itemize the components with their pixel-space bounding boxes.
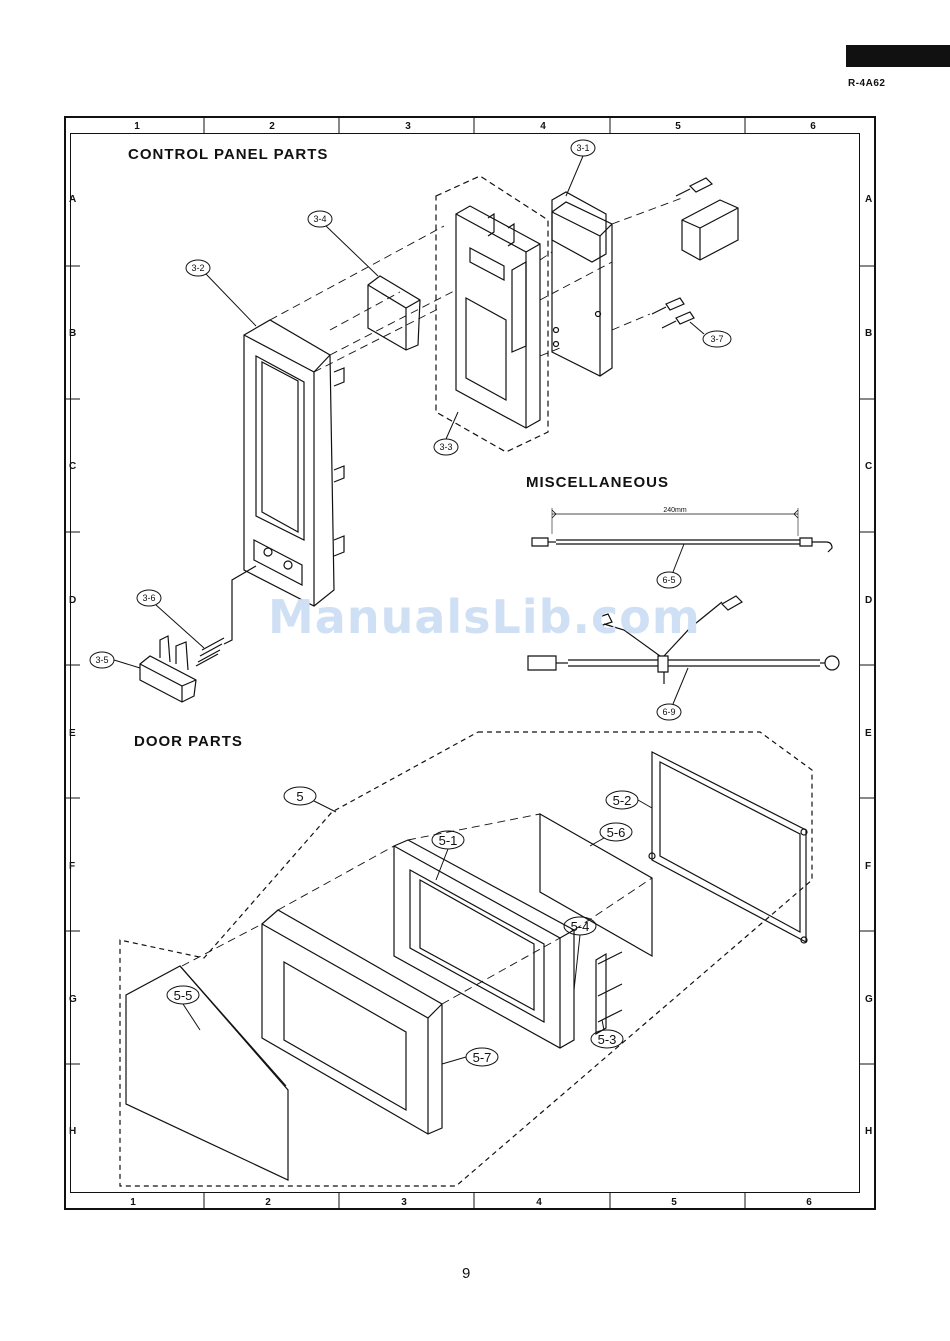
part-5-5-front-panel (126, 966, 288, 1180)
part-6-5-wire-harness (532, 508, 832, 552)
part-3-1-mounting-bracket (512, 192, 612, 376)
callout-3-2: 3-2 (191, 263, 204, 273)
part-5-2-door-seal (649, 752, 807, 943)
callout-5-5: 5-5 (174, 988, 193, 1003)
callout-6-9: 6-9 (662, 707, 675, 717)
part-5-1-door-choke (394, 840, 574, 1048)
callout-6-5: 6-5 (662, 575, 675, 585)
dimension-240mm: 240mm (663, 507, 687, 514)
callout-5-1: 5-1 (439, 833, 458, 848)
callout-3-1: 3-1 (576, 143, 589, 153)
page-number: 9 (462, 1265, 470, 1282)
callout-3-6: 3-6 (142, 593, 155, 603)
callout-5-7: 5-7 (473, 1050, 492, 1065)
door-assembly-dashed-boundary (120, 732, 812, 1186)
part-3-3-control-board (456, 206, 540, 428)
callout-3-7: 3-7 (710, 334, 723, 344)
control-panel-assembly-lines (270, 198, 682, 372)
callout-5-6: 5-6 (607, 825, 626, 840)
door-assembly-lines (182, 752, 652, 1004)
callout-3-3: 3-3 (439, 442, 452, 452)
callout-5-3: 5-3 (598, 1032, 617, 1047)
watermark-text: ManualsLib.com (268, 590, 701, 644)
screws-3-7 (652, 178, 712, 328)
part-3-6-spring (196, 566, 256, 666)
part-3-2-control-panel-frame (244, 320, 344, 606)
callout-5: 5 (296, 789, 303, 804)
callout-5-2: 5-2 (613, 793, 632, 808)
part-5-3-door-latch (596, 952, 622, 1034)
callout-3-5: 3-5 (95, 655, 108, 665)
part-5-6-door-screen (540, 814, 652, 956)
part-5-7-door-frame (262, 910, 442, 1134)
callout-3-4: 3-4 (313, 214, 326, 224)
connector-top-right (682, 200, 738, 260)
callout-5-4: 5-4 (571, 919, 590, 934)
part-3-5-door-lever (140, 636, 196, 702)
callouts-control-panel (90, 140, 731, 668)
